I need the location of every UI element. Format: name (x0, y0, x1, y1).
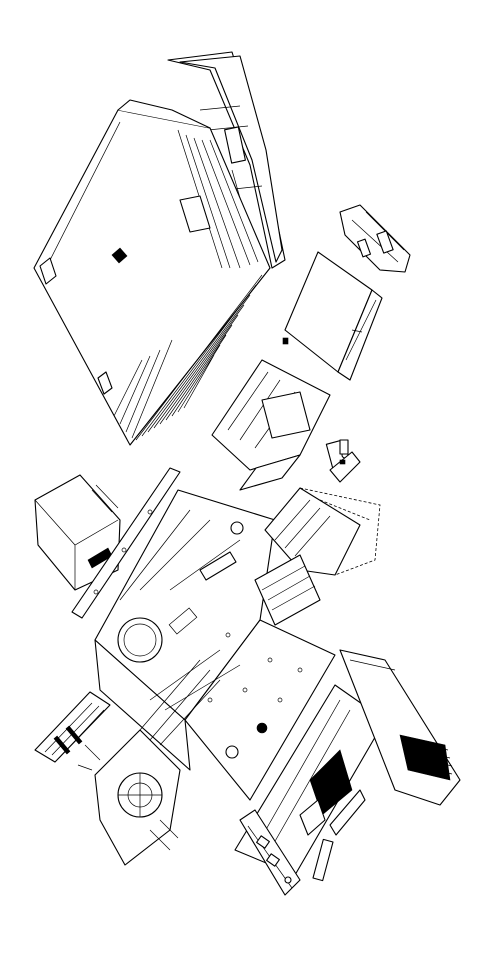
drive-cage (211, 359, 349, 491)
system-board (234, 659, 386, 882)
drive-bay-bracket (339, 204, 411, 273)
front-bezel (167, 51, 286, 269)
chassis (94, 489, 336, 801)
expansion-card (339, 649, 461, 806)
hard-drive-cage (254, 487, 381, 626)
rear-bracket (239, 809, 301, 896)
riser-board (34, 691, 111, 763)
power-supply (34, 474, 121, 591)
side-rail (71, 467, 181, 619)
io-board (329, 439, 361, 483)
optical-drive (282, 251, 383, 381)
fan-assembly (77, 729, 181, 866)
top-cover (33, 99, 271, 446)
